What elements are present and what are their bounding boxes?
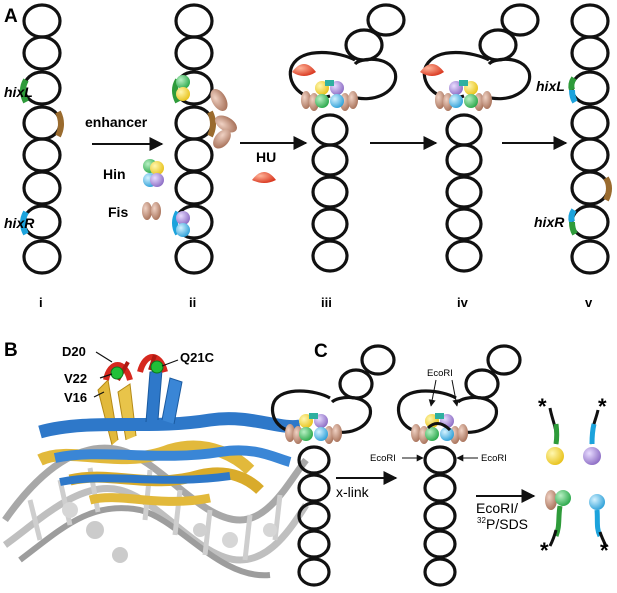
dna-synapse-c1: [271, 344, 396, 587]
star-green: *: [540, 538, 549, 563]
dna-synapse-iv: [422, 3, 540, 273]
label-ecori-top: EcoRI: [427, 368, 453, 379]
legend-hin-label: Hin: [103, 166, 126, 182]
legend-fis-label: Fis: [108, 204, 128, 220]
residue-d20: D20: [62, 344, 86, 359]
step-label-iii: iii: [321, 295, 332, 310]
dna-synapse-c2: [397, 344, 522, 587]
residue-q21c: Q21C: [180, 350, 215, 365]
enhancer-segment: [55, 110, 64, 138]
label-hixL: hixL: [4, 84, 33, 100]
invertasome-c2: [411, 413, 468, 444]
invertasome-iii: [301, 80, 358, 111]
legend-hu-label: HU: [256, 149, 276, 165]
residue-v16: V16: [64, 390, 87, 405]
marker-q21c: [150, 360, 164, 374]
product-yellow: [546, 407, 564, 465]
hu-bound-iv: [420, 64, 444, 76]
fis-bound-ii: [210, 89, 237, 149]
arrow-ecori-top-left: [428, 379, 437, 407]
pointer-v22: [99, 373, 113, 379]
label-hixR: hixR: [4, 215, 35, 231]
marker-v22: [110, 366, 124, 380]
dna-chain-ii: [172, 3, 216, 275]
label-ecori-right: EcoRI: [481, 453, 507, 464]
label-hixR-v: hixR: [534, 214, 565, 230]
legend-hu-icon: [252, 172, 276, 183]
star-purple: *: [598, 394, 607, 419]
hin-dimer-right-ii: [176, 211, 190, 237]
step-label-ii: ii: [189, 295, 196, 310]
label-ecori-sds-sup: 32: [477, 516, 486, 525]
hu-bound-iii: [292, 64, 316, 76]
label-enhancer: enhancer: [85, 114, 148, 130]
product-purple: [583, 409, 601, 465]
residue-v22: V22: [64, 371, 87, 386]
pointer-v16: [93, 391, 105, 398]
pointer-d20: [95, 351, 113, 363]
invertasome-iv: [435, 80, 492, 111]
hixR-segment: [20, 210, 29, 236]
hixL-segment: [20, 78, 29, 104]
dna-duplex: [2, 444, 309, 579]
invertasome-c1: [285, 413, 342, 444]
dna-synapse-iii: [288, 3, 406, 273]
panel-label-a: A: [4, 6, 18, 27]
step-label-i: i: [39, 295, 43, 310]
subunit-blue: [38, 369, 302, 486]
star-yellow: *: [538, 394, 547, 419]
panel-label-b: B: [4, 340, 18, 361]
label-ecori-left: EcoRI: [370, 453, 396, 464]
label-ecori-sds-2: P/SDS: [486, 516, 528, 532]
hin-dimer-left-ii: [176, 75, 190, 101]
label-ecori-sds-1: EcoRI/: [476, 500, 518, 516]
step-label-iv: iv: [457, 295, 469, 310]
pointer-q21c: [161, 359, 179, 367]
star-blue: *: [600, 538, 609, 563]
dna-chain-v: [568, 3, 612, 275]
dna-chain-i: [20, 3, 64, 275]
legend-hin-icon: [143, 159, 164, 187]
step-label-v: v: [585, 295, 593, 310]
protein-structure: [2, 354, 309, 579]
label-hixL-v: hixL: [536, 78, 565, 94]
legend-fis-icon: [142, 202, 161, 220]
panel-label-c: C: [314, 341, 328, 362]
arrow-ecori-top-right: [451, 379, 460, 407]
label-xlink: x-link: [336, 484, 370, 500]
product-blue: [589, 494, 608, 547]
product-green-fis: [545, 490, 571, 547]
